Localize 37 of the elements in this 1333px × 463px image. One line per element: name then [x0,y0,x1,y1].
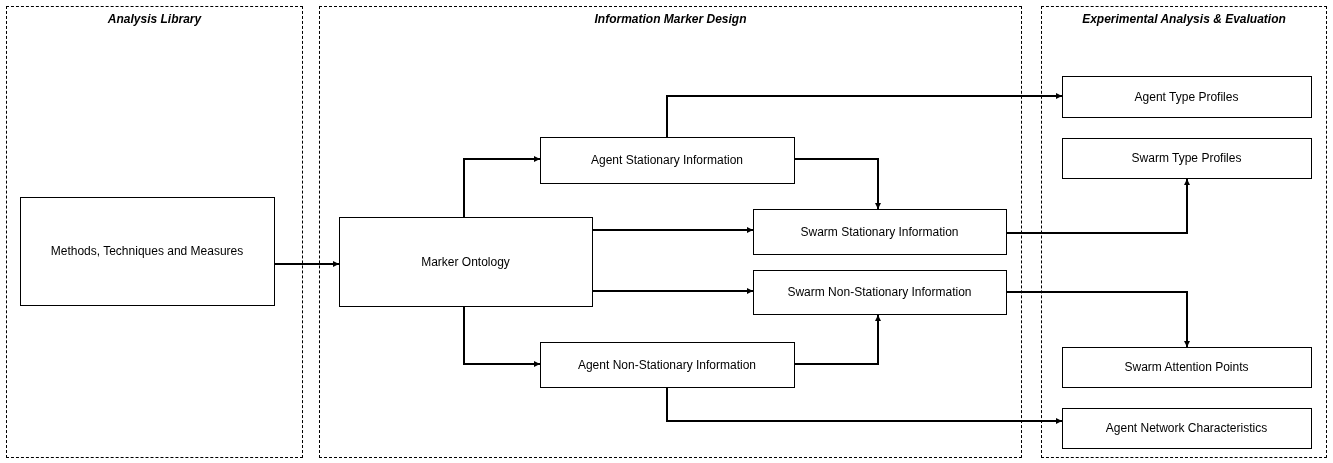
arrow [666,387,1063,424]
box-label: Swarm Attention Points [1124,360,1249,374]
arrow [463,306,541,367]
process-box [19,196,275,306]
box-label: Agent Type Profiles [1134,89,1239,104]
group-heading: Analysis Library [106,12,203,26]
box-label: Swarm Non-Stationary Information [787,285,972,299]
arrow [592,227,754,233]
process-box [539,136,795,184]
arrow [1006,178,1190,234]
group-heading: Information Marker Design [593,12,748,26]
box-label: Agent Stationary Information [590,153,744,167]
process-box [338,216,593,307]
process-box [1061,75,1312,118]
process-box [752,269,1007,315]
box-label: Swarm Type Profiles [1131,151,1242,165]
process-box [752,208,1007,255]
group-heading: Experimental Analysis & Evaluation [1081,12,1287,26]
box-label: Marker Ontology [421,254,510,269]
process-box [1061,346,1312,388]
arrow [463,156,541,218]
arrow [794,314,881,365]
box-label: Methods, Techniques and Measures [50,244,244,258]
arrow [794,158,881,210]
process-box [1061,407,1312,449]
process-box [1061,137,1312,179]
arrow [666,93,1063,138]
dashed-group-panel [319,6,1022,458]
process-box [539,341,795,388]
dashed-group-panel [1041,6,1327,458]
box-label: Agent Network Characteristics [1105,421,1268,435]
dashed-group-panel [6,6,303,458]
arrow [592,288,754,294]
box-label: Swarm Stationary Information [800,224,959,239]
box-label: Agent Non-Stationary Information [577,357,757,372]
arrow [274,261,340,267]
arrow [1006,291,1190,348]
